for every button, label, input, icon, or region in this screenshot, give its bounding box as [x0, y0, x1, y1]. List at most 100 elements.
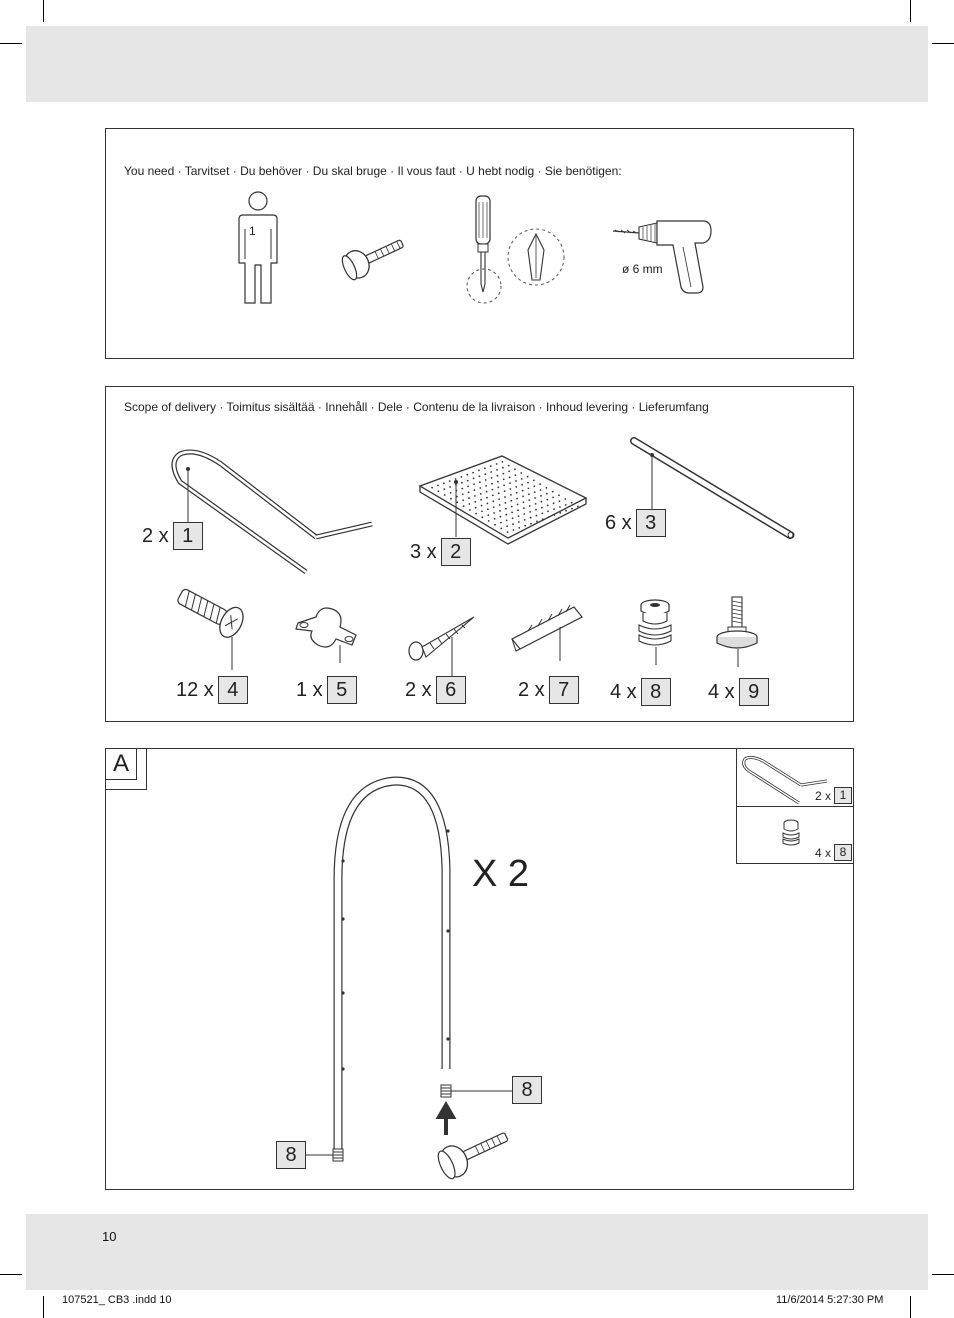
shelf-perforation — [496, 474, 499, 477]
part-label-2: 3 x 2 — [410, 538, 471, 566]
shelf-perforation — [553, 508, 555, 510]
step-a-box: A X 2 8 8 — [105, 748, 854, 1190]
screw-part-icon — [408, 616, 475, 679]
shelf-perforation — [510, 494, 512, 496]
shelf-perforation — [547, 516, 550, 518]
footer-band — [26, 1214, 928, 1290]
tools-box: You need · Tarvitset · Du behöver · Du s… — [105, 128, 854, 359]
u-frame-assembly-icon — [306, 776, 516, 1162]
shelf-perforation — [449, 492, 452, 494]
crop-mark — [932, 1274, 954, 1275]
inset-row-1: 2 x 1 — [737, 749, 853, 807]
shelf-perforation — [487, 520, 490, 522]
callout-right-box: 8 — [512, 1076, 542, 1104]
shelf-perforation — [473, 489, 476, 491]
shelf-perforation — [509, 482, 511, 484]
part-label-5: 1 x 5 — [296, 676, 357, 704]
part-label-9: 4 x 9 — [708, 678, 769, 706]
shelf-perforation — [512, 523, 514, 525]
inset-panel: 2 x 1 4 x 8 — [736, 748, 854, 864]
shelf-perforation — [449, 486, 451, 488]
part-number-box: 9 — [738, 678, 769, 706]
shelf-perforation — [524, 524, 526, 527]
shelf-perforation — [558, 500, 561, 502]
shelf-perforation — [558, 494, 560, 497]
shelf-perforation — [518, 521, 520, 523]
shelf-perforation — [533, 485, 536, 488]
crop-mark — [0, 1274, 22, 1275]
crop-mark — [910, 0, 911, 22]
shelf-perforation — [484, 473, 487, 475]
shelf-perforation — [486, 496, 488, 499]
shelf-perforation — [559, 506, 561, 508]
part-label-6: 2 x 6 — [405, 676, 466, 704]
shelf-perforation — [443, 494, 446, 496]
crop-mark — [0, 43, 22, 44]
inset-row-2: 4 x 8 — [737, 807, 853, 863]
crop-mark — [932, 43, 954, 44]
shelf-perforation — [491, 482, 493, 485]
shelf-perforation — [523, 513, 526, 515]
shelf-perforation — [529, 516, 532, 519]
file-slug: 107521_ CB3 .indd 10 — [62, 1294, 172, 1306]
shelf-perforation — [520, 478, 523, 480]
shelf-perforation — [521, 489, 524, 492]
shelf-perforation — [529, 511, 531, 513]
shelf-perforation — [511, 517, 514, 520]
inset-label-1: 2 x 1 — [815, 787, 852, 804]
shelf-perforation — [491, 488, 494, 491]
shelf-perforation — [539, 489, 542, 491]
part-label-4: 12 x 4 — [176, 676, 248, 704]
shelf-perforation — [448, 480, 451, 482]
shelf-perforation — [506, 531, 509, 533]
shelf-perforation — [492, 494, 494, 497]
shelf-perforation — [517, 515, 520, 517]
shelf-perforation — [460, 476, 463, 478]
shelf-perforation — [497, 486, 500, 489]
shelf-perforation — [527, 487, 530, 490]
shelf-perforation — [469, 509, 471, 511]
step-label-box: A — [106, 749, 137, 780]
shelf-perforation — [528, 505, 531, 507]
shelf-perforation — [503, 484, 505, 487]
shelf-perforation — [485, 490, 488, 493]
shelf-perforation — [487, 508, 489, 511]
callout-left-box: 8 — [276, 1141, 306, 1169]
wall-plug-part-icon — [511, 604, 583, 661]
shelf-perforation — [577, 505, 579, 508]
shelf-perforation — [461, 487, 464, 490]
inset-qty: 4 x — [814, 845, 831, 860]
part-number-box: 4 — [217, 676, 248, 704]
shelf-perforation — [533, 491, 536, 493]
shelf-perforation — [467, 485, 469, 488]
shelf-perforation — [510, 499, 513, 502]
shelf-perforation — [498, 498, 500, 500]
shelf-part-icon — [418, 455, 588, 545]
shelf-perforation — [484, 479, 487, 481]
part-number-box: 6 — [435, 676, 466, 704]
shelf-perforation — [564, 498, 567, 500]
shelf-perforation — [461, 481, 463, 484]
shelf-perforation — [503, 490, 506, 492]
shelf-perforation — [494, 523, 496, 526]
shelf-perforation — [456, 501, 459, 504]
shelf-perforation — [546, 492, 548, 495]
shelf-perforation — [504, 502, 507, 504]
part-label-1: 2 x 1 — [142, 522, 203, 550]
delivery-box: Scope of delivery · Toimitus sisältää · … — [105, 386, 854, 722]
shelf-perforation — [571, 507, 573, 510]
shelf-perforation — [505, 513, 508, 516]
drill-size-label: ø 6 mm — [622, 262, 663, 276]
shelf-perforation — [553, 514, 556, 516]
shelf-perforation — [551, 490, 554, 493]
part-number-box: 5 — [326, 676, 357, 704]
shelf-perforation — [443, 482, 445, 485]
crop-mark — [43, 0, 44, 22]
shelf-perforation — [516, 497, 518, 500]
shelf-perforation — [517, 509, 519, 512]
shelf-perforation — [540, 500, 543, 503]
shelf-perforation — [547, 510, 549, 513]
shelf-perforation — [496, 469, 498, 471]
shelf-perforation — [490, 471, 492, 473]
shelf-perforation — [484, 467, 486, 470]
